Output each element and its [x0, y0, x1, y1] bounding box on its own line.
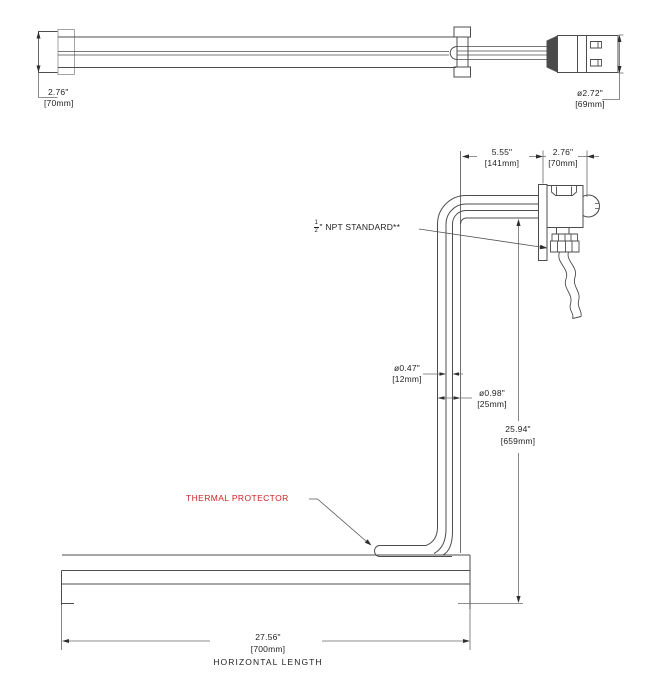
dim-label-top-left-mm: [70mm] — [44, 97, 74, 108]
dim-label-2594-inches: 25.94" — [505, 424, 531, 434]
end-collar — [58, 30, 75, 75]
dim-label-2756-mm: [700mm] — [250, 644, 286, 654]
dim-label-555-inches: 5.55" — [491, 147, 513, 157]
npt-leader-line — [419, 229, 541, 247]
dim-label-098-inches: ø0.98" — [479, 388, 505, 398]
lower-bend-arcs — [426, 527, 453, 555]
head-body-lines — [578, 36, 587, 73]
dim-label-2594-mm: [659mm] — [500, 436, 536, 446]
dimension-arrowheads — [36, 31, 622, 643]
thermal-protector-label: THERMAL PROTECTOR — [186, 493, 289, 503]
dim-label-276-inches: 2.76" — [552, 147, 574, 157]
upper-elbow-arcs — [438, 196, 467, 225]
dim-label-2756-inches: 27.56" — [255, 631, 281, 642]
npt-label-text: " NPT STANDARD** — [319, 222, 401, 232]
power-cable — [559, 252, 581, 319]
tube-outer-lines — [58, 37, 456, 68]
top-extension-lines — [543, 151, 587, 198]
cold-pin-transition — [450, 47, 457, 60]
dim-label-047-inches: ø0.47" — [394, 363, 420, 373]
dim-label-047-mm: [12mm] — [392, 374, 422, 384]
dim-label-098-mm: [25mm] — [477, 399, 507, 409]
thermal-protector-capsule — [375, 546, 453, 557]
head-neck — [557, 228, 570, 235]
end-plate — [39, 32, 59, 73]
head-housing — [547, 186, 583, 228]
mounting-flange — [539, 185, 548, 261]
dim-label-top-right-mm: [69mm] — [575, 98, 605, 109]
terminal-pins — [591, 42, 602, 67]
narrow-tube-lines — [457, 47, 547, 60]
dim-label-555-mm: [141mm] — [484, 157, 520, 168]
mounting-bracket — [454, 27, 471, 77]
dim-left-lines — [39, 33, 58, 98]
dim-right-lines — [602, 35, 624, 100]
horizontal-length-caption: HORIZONTAL LENGTH — [213, 656, 323, 667]
bottom-extension-lines — [62, 604, 524, 651]
dim-label-276-mm: [70mm] — [548, 157, 578, 168]
side-view-dimensions — [62, 151, 600, 651]
tube-inner-lines — [58, 52, 449, 56]
bottom-bar — [62, 555, 471, 609]
vertical-tube-lines — [438, 224, 453, 531]
dim-label-top-left-inches: 2.76" — [48, 87, 69, 97]
head-body — [558, 36, 619, 73]
side-view-drawing — [62, 151, 600, 609]
head-knob-detail — [594, 197, 600, 216]
top-run-tube-lines — [466, 196, 539, 219]
thermal-leader-line — [309, 499, 367, 542]
top-view-drawing — [39, 27, 619, 77]
dim-label-top-right-inches: ø2.72" — [577, 88, 603, 98]
head-collar — [547, 36, 558, 72]
cable-gland — [551, 234, 580, 252]
top-view-dimensions — [39, 33, 624, 100]
head-housing-notch — [552, 186, 577, 196]
